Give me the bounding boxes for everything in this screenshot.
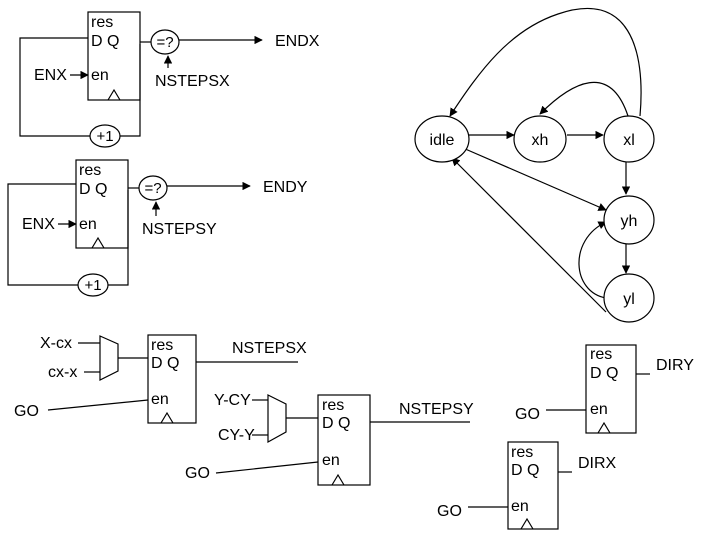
- diry-block: res D Q en DIRY GO: [515, 344, 694, 434]
- reg-y-dq-label: D Q: [79, 181, 107, 198]
- state-yl: [603, 273, 655, 323]
- mux-y-output-label: NSTEPSY: [399, 401, 474, 418]
- increment-x-node: [89, 124, 121, 148]
- register-nstepsx: [147, 334, 197, 424]
- reg-x-res-label: res: [91, 14, 113, 31]
- transition-yl-to-idle: [451, 157, 607, 313]
- register-x: [87, 11, 141, 101]
- reg-diry-en-label: en: [590, 401, 608, 418]
- diry-label: DIRY: [656, 357, 694, 374]
- mux-x-input-a-label: X-cx: [40, 335, 72, 352]
- reg-nstepsy-dq-label: D Q: [322, 415, 350, 432]
- reg-nstepsy-en-label: en: [322, 452, 340, 469]
- reg-y-en-label: en: [79, 216, 97, 233]
- reg-dirx-dq-label: D Q: [511, 462, 539, 479]
- reg-dirx-clock-icon: [520, 517, 534, 530]
- mux-y-input-a-label: Y-CY: [214, 392, 251, 409]
- state-yh-label: yh: [621, 213, 638, 230]
- mux-y-input-b-label: CY-Y: [218, 427, 255, 444]
- state-machine: idle xh xl yh yl: [414, 8, 655, 323]
- state-xh: [513, 115, 567, 163]
- reg-nstepsy-clock-icon: [331, 473, 345, 486]
- dirx-label: DIRX: [578, 455, 617, 472]
- mux-x-output-label: NSTEPSX: [232, 340, 307, 357]
- state-idle-label: idle: [430, 132, 455, 149]
- reg-y-res-label: res: [79, 162, 101, 179]
- reg-nstepsx-res-label: res: [151, 337, 173, 354]
- register-nstepsy: [317, 394, 371, 486]
- endy-label: ENDY: [263, 179, 308, 196]
- reg-x-en-label: en: [91, 67, 109, 84]
- mux-y-go-label: GO: [185, 465, 210, 482]
- increment-x-label: +1: [96, 128, 113, 145]
- transition-xl-to-idle: [449, 8, 642, 117]
- state-xl: [603, 115, 655, 163]
- nstepsx-limit-label: NSTEPSX: [155, 73, 230, 90]
- loop-y-left-wire: [7, 183, 78, 286]
- state-xh-label: xh: [532, 132, 549, 149]
- state-xl-label: xl: [623, 132, 635, 149]
- mux-x: [99, 335, 119, 381]
- mux-x-go-label: GO: [14, 403, 39, 420]
- compare-y-node: [138, 175, 168, 201]
- mux-y-block: Y-CY CY-Y res D Q en NSTEPSY GO: [185, 392, 474, 486]
- register-y: [75, 159, 129, 249]
- mux-y-go-wire: [215, 461, 319, 474]
- reg-diry-clock-icon: [597, 421, 611, 434]
- dirx-go-label: GO: [437, 503, 462, 520]
- reg-dirx-res-label: res: [511, 444, 533, 461]
- nstepsy-limit-label: NSTEPSY: [142, 221, 217, 238]
- reg-x-clock-icon: [107, 88, 121, 101]
- state-yh: [603, 195, 655, 245]
- reg-diry-dq-label: D Q: [590, 365, 618, 382]
- reg-dirx-en-label: en: [511, 498, 529, 515]
- reg-nstepsy-res-label: res: [322, 397, 344, 414]
- reg-nstepsx-en-label: en: [151, 391, 169, 408]
- increment-y-node: [77, 273, 109, 297]
- state-yl-label: yl: [623, 291, 635, 308]
- mux-x-input-b-label: cx-x: [48, 364, 77, 381]
- reg-x-dq-label: D Q: [91, 33, 119, 50]
- loop-x-right-wire: [120, 44, 141, 137]
- reg-nstepsx-dq-label: D Q: [151, 355, 179, 372]
- register-dirx: [507, 441, 559, 530]
- dirx-block: res D Q en DIRX GO: [437, 441, 617, 530]
- loop-x-left-wire: [19, 37, 90, 137]
- mux-x-block: X-cx cx-x res D Q en NSTEPSX GO: [14, 334, 307, 424]
- mux-x-go-wire: [47, 399, 149, 411]
- enx-label-y: ENX: [22, 216, 55, 233]
- counter-y: res D Q en +1 ENX =? NSTEPSY ENDY: [7, 159, 308, 297]
- mux-y: [267, 394, 287, 444]
- reg-y-clock-icon: [91, 236, 105, 249]
- transition-xl-to-xh: [539, 81, 629, 117]
- state-idle: [414, 115, 470, 163]
- enx-label-x: ENX: [34, 67, 67, 84]
- reg-nstepsx-clock-icon: [160, 411, 174, 424]
- endx-label: ENDX: [275, 33, 320, 50]
- compare-x-label: =?: [156, 34, 173, 51]
- compare-x-node: [150, 29, 180, 55]
- register-diry: [585, 344, 637, 434]
- compare-y-label: =?: [144, 180, 161, 197]
- counter-x: res D Q en +1 ENX =? NSTEPSX ENDX: [19, 11, 320, 148]
- loop-y-right-wire: [108, 190, 129, 286]
- transition-idle-to-yh: [462, 147, 607, 211]
- reg-diry-res-label: res: [590, 346, 612, 363]
- increment-y-label: +1: [84, 277, 101, 294]
- diry-go-label: GO: [515, 406, 540, 423]
- transition-yl-to-yh: [578, 221, 607, 299]
